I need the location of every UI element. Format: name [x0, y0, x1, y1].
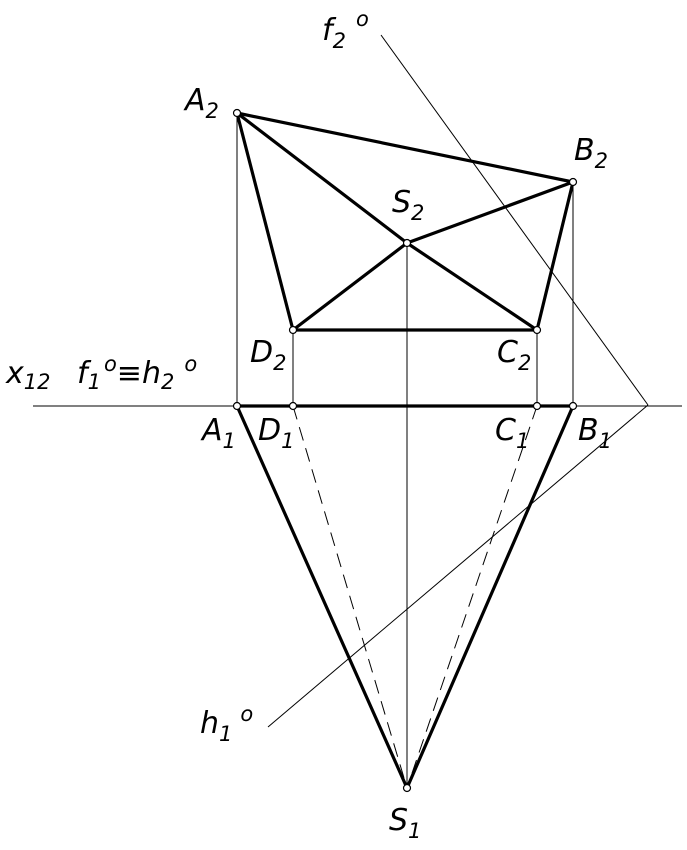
- label-a2: A2: [183, 83, 219, 123]
- trace-f2o-line: [380, 34, 649, 406]
- front-edge-sa: [235, 111, 409, 245]
- point-c2: [532, 325, 542, 335]
- label-c1: C1: [495, 413, 529, 453]
- point-d2: [288, 325, 298, 335]
- trace-h1o-line: [267, 404, 649, 728]
- label-s2: S2: [392, 185, 424, 225]
- point-b2: [568, 177, 578, 187]
- front-edge-sb: [405, 180, 575, 245]
- point-b1: [568, 401, 578, 411]
- point-a1: [232, 401, 242, 411]
- label-s1: S1: [389, 803, 421, 843]
- label-b1: B1: [578, 413, 612, 453]
- label-f1o-equiv-h2o: f1o≡h2o: [77, 352, 197, 394]
- point-a2: [232, 108, 242, 118]
- front-base-outline: [235, 111, 575, 332]
- label-d1: D1: [258, 413, 294, 453]
- top-edge-sc-hidden: [406, 405, 538, 789]
- front-edge-sc: [405, 241, 539, 332]
- top-edge-sd-hidden: [292, 405, 408, 789]
- point-s2: [402, 238, 412, 248]
- label-x12: x12: [5, 356, 51, 394]
- label-d2: D2: [250, 335, 286, 375]
- top-edge-sb: [405, 404, 575, 790]
- front-edge-sd: [291, 241, 409, 332]
- label-f2o: f2o: [322, 7, 369, 53]
- point-c1: [532, 401, 542, 411]
- label-a1: A1: [200, 413, 236, 453]
- label-c2: C2: [497, 335, 531, 375]
- label-h1o: h1o: [200, 702, 253, 746]
- top-edge-sa: [235, 404, 409, 790]
- label-b2: B2: [574, 133, 608, 173]
- point-s1: [402, 783, 412, 793]
- point-d1: [288, 401, 298, 411]
